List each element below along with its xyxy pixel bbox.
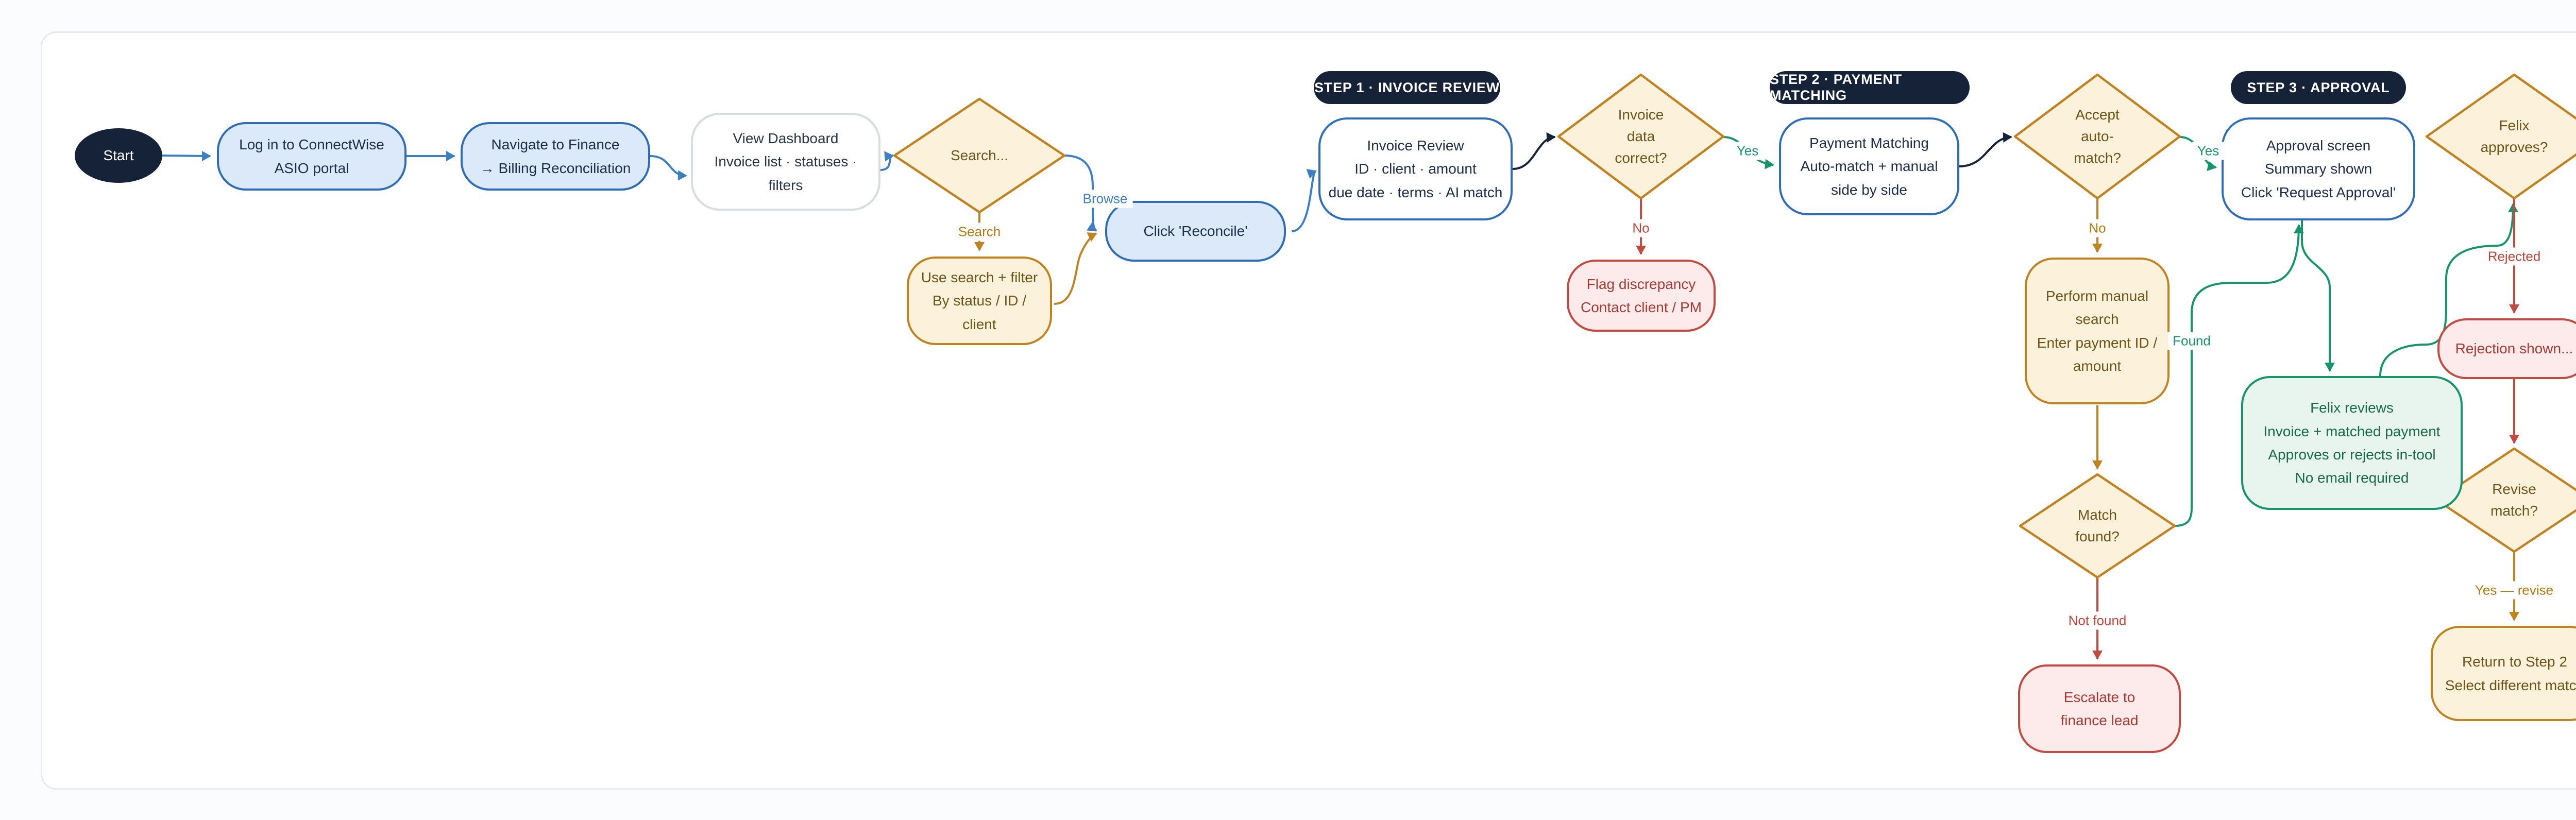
edge-label-yes-revise: Yes — revise — [2469, 581, 2559, 600]
edge-search-click-browse — [1064, 155, 1097, 232]
diamond-felix-approves-label: Felix approves? — [2480, 117, 2548, 155]
edge-matchfound-approval-found — [2174, 224, 2304, 527]
node-login: Log in to ConnectWise ASIO portal — [217, 122, 406, 191]
edge-dashboard-search — [880, 151, 894, 171]
diamond-match-found-label: Match found? — [2075, 507, 2120, 544]
badge-step2: STEP 2 · PAYMENT MATCHING — [1770, 71, 1970, 104]
node-navigate-finance: Navigate to Finance → Billing Reconcilia… — [461, 122, 650, 191]
edge-label-yes-accept: Yes — [2192, 142, 2225, 160]
diamond-match-found-shape — [2019, 473, 2176, 579]
edge-label-found: Found — [2167, 332, 2216, 350]
node-invoice-review: Invoice Review ID · client · amount due … — [1318, 117, 1513, 220]
edge-label-not-found: Not found — [2063, 611, 2132, 630]
node-view-dashboard: View Dashboard Invoice list · statuses ·… — [691, 113, 880, 211]
diamond-revise-match-label: Revise match? — [2490, 481, 2538, 519]
node-flag-discrepancy: Flag discrepancy Contact client / PM — [1567, 260, 1716, 332]
node-approval-screen: Approval screen Summary shown Click 'Req… — [2222, 117, 2415, 220]
edge-approval-felixreviews — [2301, 220, 2335, 372]
edge-felixreviews-felixapproves — [2379, 203, 2518, 377]
edge-invoicereview-datadiamond — [1512, 132, 1556, 170]
node-use-search-filter: Use search + filter By status / ID / cli… — [907, 257, 1052, 345]
edge-label-browse: Browse — [1077, 190, 1133, 208]
node-start: Start — [75, 128, 162, 183]
node-return-step2: Return to Step 2 Select different match — [2431, 626, 2576, 721]
node-felix-reviews: Felix reviews Invoice + matched payment … — [2241, 376, 2463, 510]
diamond-invoice-data-shape — [1557, 73, 1725, 200]
diamond-revise-match-shape — [2435, 447, 2576, 553]
edge-navigate-dashboard — [650, 155, 687, 181]
edge-label-yes-invoice: Yes — [1731, 142, 1764, 160]
node-click-reconcile: Click 'Reconcile' — [1105, 201, 1286, 262]
node-perform-manual-search: Perform manual search Enter payment ID /… — [2025, 258, 2170, 404]
diamond-search-label: Search... — [950, 147, 1009, 163]
edge-label-no-accept: No — [2083, 219, 2111, 237]
node-payment-matching: Payment Matching Auto-match + manual sid… — [1779, 117, 1959, 215]
edge-click-invoicereview — [1291, 169, 1317, 232]
edge-payment-accept — [1959, 132, 2012, 167]
diamond-search-shape — [893, 97, 1066, 214]
edge-label-search: Search — [953, 223, 1006, 241]
node-rejection-shown: Rejection shown... — [2437, 318, 2576, 379]
node-escalate-finance-lead: Escalate to finance lead — [2018, 664, 2181, 753]
edge-label-rejected: Rejected — [2482, 247, 2546, 266]
edge-usesearch-click — [1054, 232, 1097, 305]
diamond-invoice-data-label: Invoice data correct? — [1615, 107, 1667, 166]
edge-label-no-invoice: No — [1627, 219, 1655, 237]
diamond-accept-automatch-shape — [2013, 73, 2181, 200]
diamond-accept-automatch-label: Accept auto- match? — [2074, 107, 2121, 166]
badge-step1: STEP 1 · INVOICE REVIEW — [1314, 71, 1500, 104]
diamond-felix-approves-shape — [2425, 73, 2576, 200]
badge-step3: STEP 3 · APPROVAL — [2231, 71, 2406, 104]
